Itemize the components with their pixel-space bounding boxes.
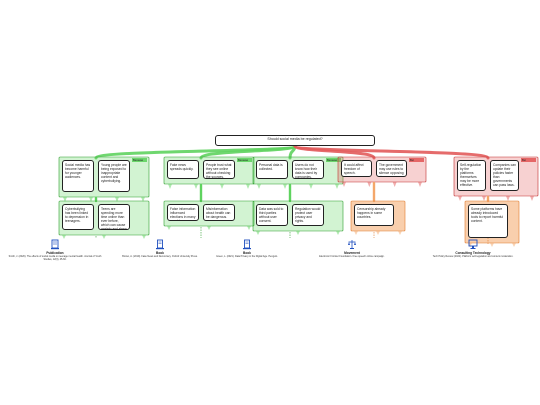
- reason-box-2-1[interactable]: Fake news spreads quickly.: [167, 160, 199, 179]
- frame-drip-1-2: [89, 197, 93, 202]
- evidence-box-2-1[interactable]: False information influenced elections i…: [167, 204, 199, 221]
- frame-drip-4-3: [392, 182, 397, 187]
- frame-drip-3-2: [283, 184, 287, 189]
- frame-drip-5-1: [458, 196, 462, 201]
- frame-drip-1-1: [63, 197, 67, 202]
- reason-box-5-2[interactable]: Companies can update their policies fast…: [490, 160, 519, 191]
- evidence-drip-4-2: [376, 231, 380, 235]
- source-text-4: Electronic Frontier Foundation. Free spe…: [319, 255, 385, 258]
- reason-tag-4: But: [410, 158, 414, 162]
- evidence-drip-3-1: [256, 231, 260, 235]
- evidence-box-2-2[interactable]: Misinformation about health can be dange…: [203, 204, 235, 221]
- reason-box-1-2[interactable]: Young people are being exposed to inappr…: [98, 160, 130, 192]
- reason-tag-1: Because: [133, 158, 144, 162]
- frame-drip-2-2: [194, 184, 198, 189]
- frame-drip-5-3: [506, 196, 510, 201]
- reason-box-4-2[interactable]: The government may use rules to silence …: [376, 160, 407, 177]
- source-text-5: Tech Policy Review (2022). Platform self…: [432, 255, 514, 258]
- book-icon: [51, 239, 59, 250]
- frame-drip-2-4: [246, 184, 250, 189]
- monitor-icon: [468, 239, 478, 249]
- evidence-drip-4-1: [354, 231, 358, 235]
- frame-drip-3-4: [335, 184, 339, 189]
- frame-drip-2-1: [168, 184, 172, 189]
- frame-drip-5-2: [482, 196, 486, 201]
- evidence-box-3-2[interactable]: Regulation would protect user privacy an…: [292, 204, 324, 226]
- reason-box-3-2[interactable]: Users do not know how their data is used…: [292, 160, 324, 179]
- reason-frame-border-2: [163, 156, 255, 185]
- evidence-box-1-1[interactable]: Cyberbullying has been linked to depress…: [62, 204, 94, 230]
- evidence-drip-2-1: [167, 226, 171, 230]
- reason-frame-border-5: [453, 156, 539, 197]
- evidence-drip-1-2: [102, 235, 106, 239]
- evidence-drip-3-2: [296, 231, 300, 235]
- evidence-box-5-1[interactable]: Some platforms have already introduced t…: [468, 204, 508, 238]
- frame-drip-4-4: [418, 182, 422, 187]
- document-icon: [243, 239, 251, 250]
- evidence-drip-4-3: [398, 231, 402, 235]
- reason-tag-3: Because: [327, 158, 338, 162]
- root-claim-text: Should social media be regulated?: [267, 137, 323, 141]
- reason-box-5-1[interactable]: Self-regulation by the platforms themsel…: [457, 160, 486, 191]
- frame-drip-2-3: [220, 184, 224, 189]
- source-title-3: Book: [243, 251, 251, 255]
- reason-tag-strip-1: [132, 158, 147, 162]
- reason-box-4-1[interactable]: It could affect freedom of speech.: [341, 160, 372, 177]
- reason-box-1-1[interactable]: Social media has become harmful for youn…: [62, 160, 94, 192]
- frame-drip-4-1: [342, 182, 346, 187]
- reason-tag-strip-5: [521, 158, 536, 162]
- document-icon: [156, 239, 164, 250]
- source-title-4: Movement: [344, 251, 360, 255]
- source-text-2: Brown, A. (2019). Fake News and Democrac…: [122, 255, 198, 258]
- evidence-box-1-2[interactable]: Teens are spending more time online than…: [98, 204, 130, 230]
- evidence-drip-5-2: [490, 243, 494, 247]
- evidence-drip-1-1: [62, 235, 66, 239]
- reason-frame-border-4: [337, 156, 427, 183]
- frame-drip-1-3: [115, 197, 119, 202]
- source-title-2: Book: [156, 251, 164, 255]
- source-title-5: Consulting Technology: [455, 251, 491, 255]
- connector-root-to-branch-1: [94, 144, 297, 160]
- reason-tag-strip-3: [326, 158, 341, 162]
- source-text-1: Smith, J. (2020). The effects of social …: [8, 255, 102, 262]
- connector-root-to-branch-2: [199, 144, 297, 160]
- evidence-drip-5-3: [512, 243, 516, 247]
- reason-box-2-2[interactable]: People trust what they see online withou…: [203, 160, 235, 179]
- reason-tag-strip-4: [409, 158, 424, 162]
- frame-drip-4-2: [367, 182, 372, 187]
- reason-tag-5: But: [522, 158, 526, 162]
- root-claim-box[interactable]: Should social media be regulated?: [215, 135, 375, 146]
- evidence-box-3-1[interactable]: Data was sold to third parties without u…: [256, 204, 288, 226]
- evidence-drip-2-3: [247, 226, 251, 230]
- reason-tag-strip-2: [237, 158, 252, 162]
- source-text-3: Green, L. (2021). Data Privacy in the Di…: [216, 255, 278, 258]
- evidence-drip-1-3: [142, 235, 146, 239]
- scale-icon: [348, 240, 356, 249]
- evidence-box-4-1[interactable]: Censorship already happens in some count…: [354, 204, 394, 226]
- connector-root-to-branch-5: [293, 144, 490, 160]
- source-title-1: Publication: [46, 251, 64, 255]
- evidence-drip-3-3: [336, 231, 340, 235]
- frame-drip-5-4: [530, 196, 534, 201]
- reason-frame-border-1: [58, 156, 150, 198]
- frame-drip-3-3: [309, 184, 313, 189]
- reason-tag-2: Because: [238, 158, 249, 162]
- frame-drip-1-4: [141, 197, 145, 202]
- frame-drip-3-1: [257, 184, 261, 189]
- evidence-drip-2-2: [207, 226, 211, 230]
- reason-box-3-1[interactable]: Personal data is collected.: [256, 160, 288, 179]
